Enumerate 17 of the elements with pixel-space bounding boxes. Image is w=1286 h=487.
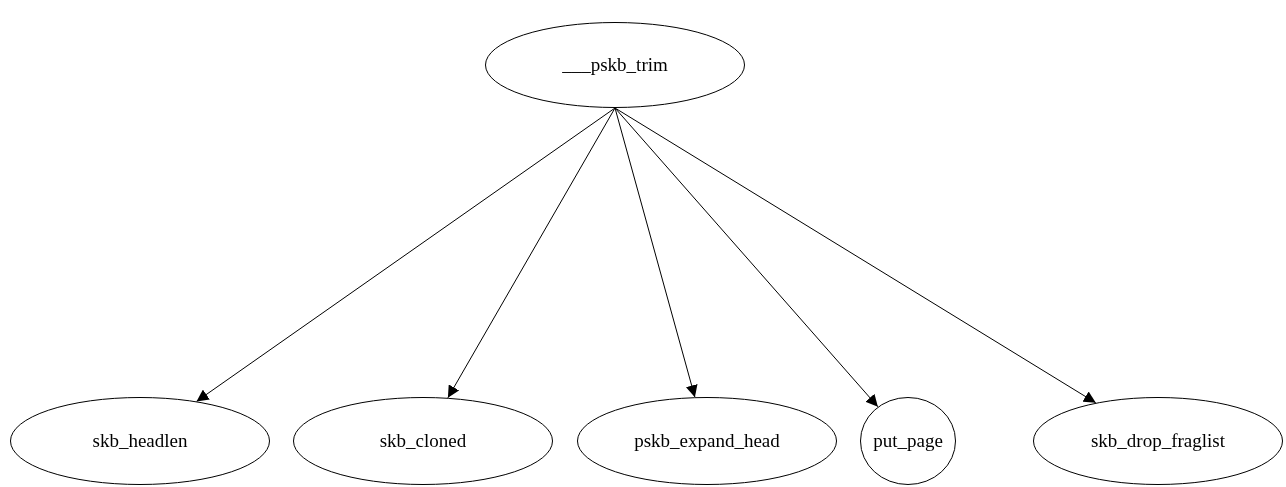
function-name: skb_drop_fraglist xyxy=(1090,430,1225,452)
function-name: skb_headlen xyxy=(92,430,188,452)
function-name: skb_cloned xyxy=(379,430,467,452)
function-node xyxy=(293,397,553,485)
arrow xyxy=(196,107,616,402)
function-name: put_page xyxy=(873,430,943,452)
arrow xyxy=(614,107,1097,404)
function-node xyxy=(10,397,270,485)
arrow xyxy=(447,107,616,399)
arrow xyxy=(614,107,698,398)
function-node xyxy=(577,397,837,485)
arrow xyxy=(614,107,879,408)
function-node xyxy=(485,22,745,108)
function-node xyxy=(1033,397,1283,485)
function-name: pskb_expand_head xyxy=(634,430,780,452)
function-name: ___pskb_trim xyxy=(562,54,668,76)
function-node xyxy=(860,397,956,485)
